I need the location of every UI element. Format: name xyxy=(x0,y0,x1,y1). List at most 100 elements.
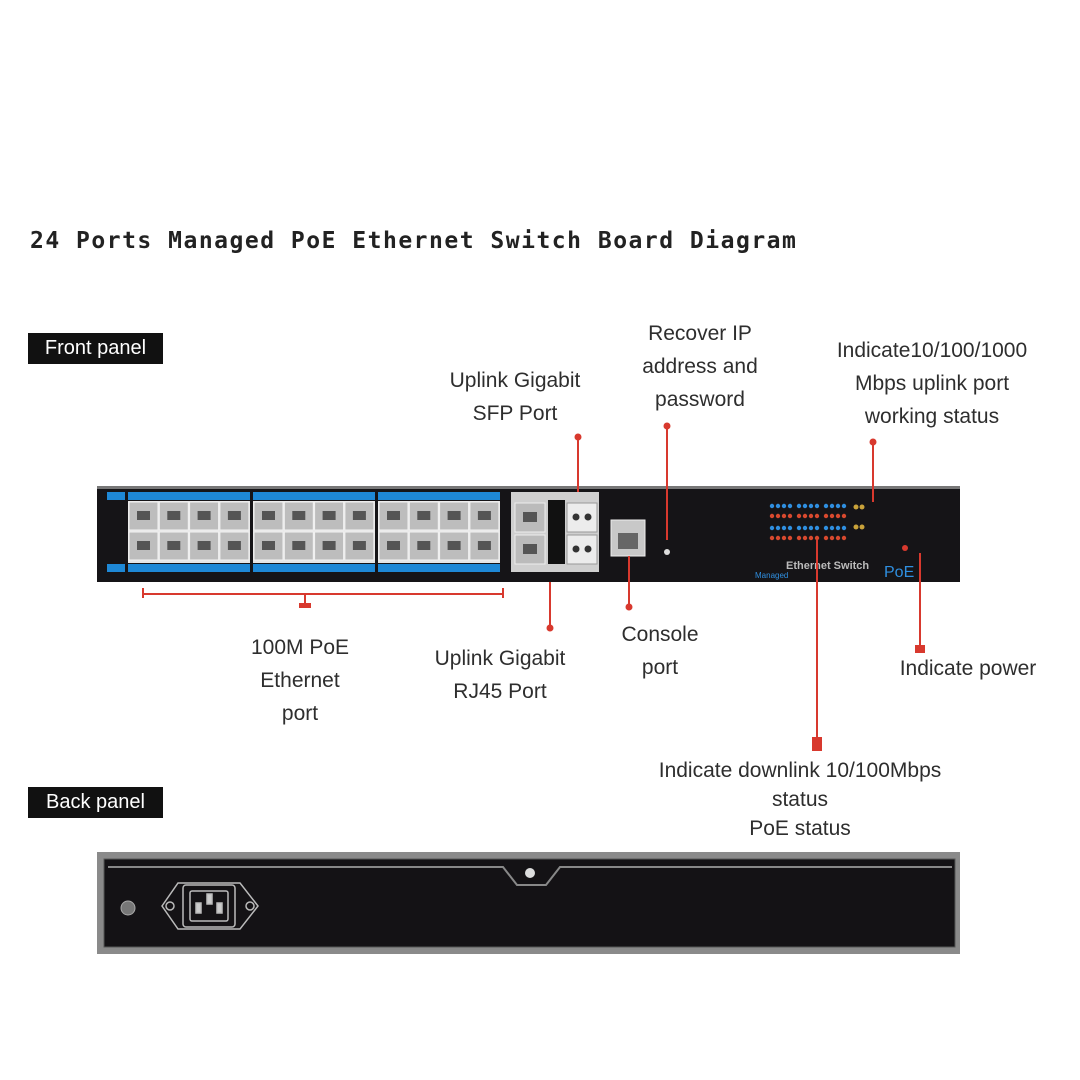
status-led xyxy=(775,503,781,509)
status-led xyxy=(835,535,841,541)
logo-managed: Managed xyxy=(755,571,788,580)
port-bar-bottom xyxy=(253,564,375,572)
status-led xyxy=(769,513,775,519)
status-led xyxy=(796,525,802,531)
ethernet-port-socket xyxy=(137,541,150,550)
ethernet-port-socket xyxy=(322,541,336,550)
port-bar-top xyxy=(378,492,500,500)
status-led xyxy=(814,535,820,541)
ethernet-port-socket xyxy=(262,511,275,520)
status-led xyxy=(781,503,787,509)
port-bar-bottom xyxy=(378,564,500,572)
status-led xyxy=(787,525,793,531)
ground-screw xyxy=(120,900,136,916)
led-indicators xyxy=(769,503,865,541)
uplink-rj45-socket xyxy=(523,544,537,554)
ethernet-port-socket xyxy=(387,541,400,550)
ethernet-port-socket xyxy=(167,541,181,550)
status-led xyxy=(787,513,793,519)
status-led xyxy=(796,513,802,519)
status-led xyxy=(808,525,814,531)
ethernet-port-socket xyxy=(262,541,275,550)
status-led xyxy=(796,535,802,541)
sfp-fiber-hole xyxy=(572,513,580,521)
status-led xyxy=(814,525,820,531)
back-panel-badge: Back panel xyxy=(28,787,163,818)
ethernet-port-socket xyxy=(322,511,336,520)
port-bar-bottom xyxy=(128,564,250,572)
power-led xyxy=(902,545,908,551)
status-led xyxy=(829,525,835,531)
power-socket xyxy=(161,882,259,930)
status-led xyxy=(802,513,808,519)
status-led xyxy=(829,535,835,541)
sfp-fiber-hole xyxy=(584,513,592,521)
ethernet-port-socket xyxy=(292,511,306,520)
status-led xyxy=(775,513,781,519)
sfp-port xyxy=(566,502,598,533)
port-bar-top xyxy=(128,492,250,500)
status-led xyxy=(823,503,829,509)
back-panel-notch xyxy=(108,866,952,886)
ethernet-port-socket xyxy=(387,511,400,520)
status-led xyxy=(802,525,808,531)
status-led xyxy=(808,513,814,519)
status-led xyxy=(814,513,820,519)
status-led xyxy=(823,525,829,531)
uplink-rj45-socket xyxy=(523,512,537,522)
ethernet-port-socket xyxy=(447,511,461,520)
uplink-led xyxy=(859,524,865,530)
status-led xyxy=(781,535,787,541)
status-led xyxy=(823,535,829,541)
status-led xyxy=(814,503,820,509)
status-led xyxy=(781,513,787,519)
label-power: Indicate power xyxy=(899,657,1037,680)
ethernet-port-socket xyxy=(197,511,211,520)
ethernet-port-socket xyxy=(447,541,461,550)
poe-ports xyxy=(107,492,500,572)
status-led xyxy=(841,513,847,519)
front-panel-badge: Front panel xyxy=(28,333,163,364)
front-panel-edge xyxy=(97,486,960,489)
ethernet-port-socket xyxy=(137,511,150,520)
status-led xyxy=(775,525,781,531)
sfp-port xyxy=(566,534,598,565)
ethernet-port xyxy=(344,531,375,561)
uplink-ports xyxy=(514,502,598,565)
status-led xyxy=(835,513,841,519)
status-led xyxy=(829,503,835,509)
ethernet-port-socket xyxy=(227,511,241,520)
ethernet-port-socket xyxy=(167,511,181,520)
status-led xyxy=(769,525,775,531)
ethernet-port-socket xyxy=(352,541,366,550)
status-led xyxy=(769,503,775,509)
sfp-fiber-hole xyxy=(584,545,592,553)
ethernet-port-socket xyxy=(477,541,491,550)
console-port-socket xyxy=(618,533,638,549)
status-led xyxy=(787,503,793,509)
ethernet-port xyxy=(283,531,314,561)
uplink-led xyxy=(853,524,859,530)
reset-button xyxy=(664,549,670,555)
logo-ethernet-switch: Ethernet Switch xyxy=(786,560,869,572)
ethernet-port-socket xyxy=(352,511,366,520)
status-led xyxy=(841,525,847,531)
status-led xyxy=(769,535,775,541)
status-led xyxy=(823,513,829,519)
status-led xyxy=(841,535,847,541)
status-led xyxy=(835,525,841,531)
status-led xyxy=(829,513,835,519)
port-bar-top xyxy=(253,492,375,500)
ethernet-port-socket xyxy=(227,541,241,550)
status-led xyxy=(808,503,814,509)
mount-screw xyxy=(525,868,535,878)
status-led xyxy=(841,503,847,509)
ethernet-port-socket xyxy=(417,541,431,550)
annotation-lines xyxy=(142,422,925,751)
